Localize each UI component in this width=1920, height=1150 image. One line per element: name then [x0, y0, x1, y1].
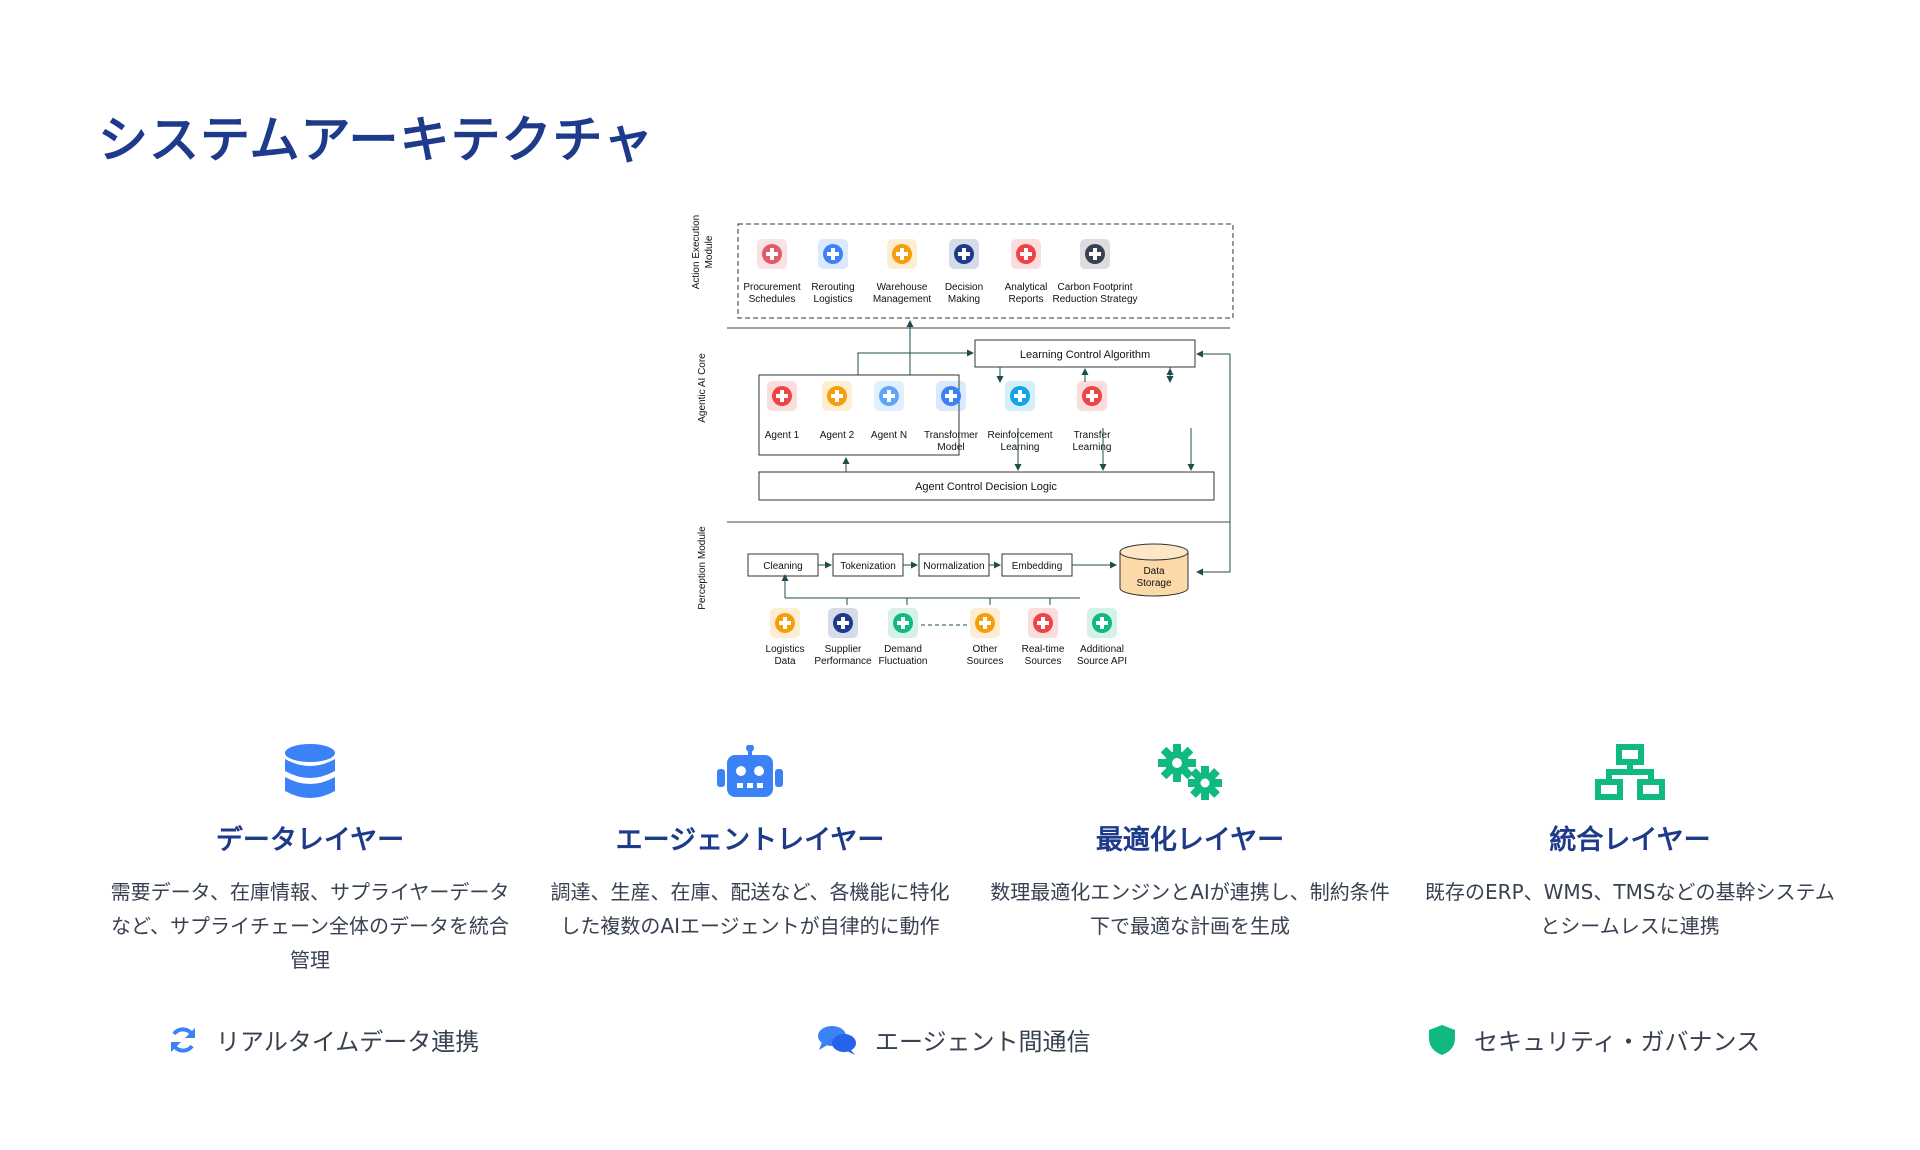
action-label: Reports	[1008, 294, 1043, 305]
transfer-icon	[1077, 381, 1107, 411]
model-label: Model	[937, 442, 964, 453]
action-label: Reduction Strategy	[1052, 294, 1137, 305]
learning-control-label: Learning Control Algorithm	[1020, 349, 1150, 361]
action-label: Analytical	[1005, 282, 1048, 293]
source-label: Other	[972, 644, 998, 655]
sitemap-icon	[1410, 740, 1850, 806]
calendar-icon	[757, 239, 787, 269]
robot-icon	[530, 740, 970, 806]
pipeline-label: Tokenization	[840, 561, 896, 572]
shield-icon	[1428, 1024, 1456, 1056]
source-label: Real-time	[1022, 644, 1065, 655]
brain-gear-icon	[1005, 381, 1035, 411]
data-storage-label: Data	[1143, 566, 1165, 577]
box-icon	[770, 608, 800, 638]
capability-label: セキュリティ・ガバナンス	[1474, 1022, 1760, 1057]
model-label: Reinforcement	[987, 430, 1052, 441]
feature-row: データレイヤー 需要データ、在庫情報、サプライヤーデータなど、サプライチェーン全…	[90, 740, 1850, 977]
section-label-action: Action Execution	[691, 215, 702, 290]
capability-communication: エージェント間通信	[817, 1022, 1091, 1057]
sync-icon	[168, 1025, 198, 1055]
database-icon	[970, 608, 1000, 638]
action-label: Warehouse	[877, 282, 928, 293]
agent-label: Agent N	[871, 430, 907, 441]
feature-card-integration: 統合レイヤー 既存のERP、WMS、TMSなどの基幹システムとシームレスに連携	[1410, 740, 1850, 977]
decision-person-icon	[949, 239, 979, 269]
robot-laptop-icon	[874, 381, 904, 411]
feature-desc: 調達、生産、在庫、配送など、各機能に特化した複数のAIエージェントが自律的に動作	[545, 875, 955, 943]
capability-security: セキュリティ・ガバナンス	[1428, 1022, 1760, 1057]
api-icon	[1087, 608, 1117, 638]
action-label: Logistics	[814, 294, 853, 305]
action-label: Rerouting	[811, 282, 854, 293]
source-label: Demand	[884, 644, 922, 655]
data-storage-label-2: Storage	[1136, 578, 1171, 589]
globe-icon	[888, 608, 918, 638]
agent-control-label: Agent Control Decision Logic	[915, 481, 1057, 493]
head-bulb-icon	[822, 381, 852, 411]
action-label: Schedules	[749, 294, 796, 305]
feature-title: 統合レイヤー	[1410, 818, 1850, 857]
source-label: Logistics	[766, 644, 805, 655]
pipeline-label: Cleaning	[763, 561, 802, 572]
pipeline-label: Embedding	[1012, 561, 1063, 572]
feature-card-agent: エージェントレイヤー 調達、生産、在庫、配送など、各機能に特化した複数のAIエー…	[530, 740, 970, 977]
action-label: Decision	[945, 282, 983, 293]
source-label: Performance	[814, 656, 872, 667]
source-label: Source API	[1077, 656, 1127, 667]
circuit-icon	[818, 239, 848, 269]
feature-title: 最適化レイヤー	[970, 818, 1410, 857]
agent-label: Agent 2	[820, 430, 855, 441]
comments-icon	[817, 1024, 857, 1056]
source-label: Additional	[1080, 644, 1124, 655]
feature-card-data: データレイヤー 需要データ、在庫情報、サプライヤーデータなど、サプライチェーン全…	[90, 740, 530, 977]
action-label: Management	[873, 294, 932, 305]
flowchart-icon	[1080, 239, 1110, 269]
house-clock-icon	[1028, 608, 1058, 638]
feature-title: エージェントレイヤー	[530, 818, 970, 857]
gear-cycle-icon	[887, 239, 917, 269]
action-label: Procurement	[743, 282, 800, 293]
robot-icon	[767, 381, 797, 411]
action-label: Making	[948, 294, 980, 305]
section-label-perception: Perception Module	[697, 526, 708, 610]
feature-desc: 数理最適化エンジンとAIが連携し、制約条件下で最適な計画を生成	[985, 875, 1395, 943]
feature-desc: 既存のERP、WMS、TMSなどの基幹システムとシームレスに連携	[1425, 875, 1835, 943]
pipeline-label: Normalization	[923, 561, 984, 572]
capability-label: エージェント間通信	[875, 1022, 1091, 1057]
model-label: Learning	[1001, 442, 1040, 453]
agent-label: Agent 1	[765, 430, 800, 441]
source-label: Sources	[967, 656, 1004, 667]
chart-report-icon	[1011, 239, 1041, 269]
model-label: Transformer	[924, 430, 979, 441]
source-label: Data	[774, 656, 796, 667]
capability-row: リアルタイムデータ連携 エージェント間通信 セキュリティ・ガバナンス	[0, 1022, 1920, 1072]
action-module-box	[738, 224, 1233, 318]
source-label: Sources	[1025, 656, 1062, 667]
network-icon	[936, 381, 966, 411]
feature-title: データレイヤー	[90, 818, 530, 857]
capability-label: リアルタイムデータ連携	[216, 1022, 479, 1057]
source-label: Supplier	[825, 644, 862, 655]
capability-realtime: リアルタイムデータ連携	[168, 1022, 479, 1057]
gears-icon	[970, 740, 1410, 806]
model-label: Transfer	[1074, 430, 1112, 441]
model-label: Learning	[1073, 442, 1112, 453]
cart-icon	[828, 608, 858, 638]
source-label: Fluctuation	[879, 656, 928, 667]
section-label-action-2: Module	[704, 235, 715, 268]
architecture-diagram: Action Execution Module Agentic AI Core …	[685, 210, 1245, 705]
data-storage: Data Storage	[1120, 544, 1188, 596]
action-label: Carbon Footprint	[1057, 282, 1132, 293]
feature-card-optimization: 最適化レイヤー 数理最適化エンジンとAIが連携し、制約条件下で最適な計画を生成	[970, 740, 1410, 977]
feature-desc: 需要データ、在庫情報、サプライヤーデータなど、サプライチェーン全体のデータを統合…	[105, 875, 515, 977]
section-label-core: Agentic AI Core	[697, 353, 708, 423]
database-icon	[90, 740, 530, 806]
page-title: システムアーキテクチャ	[98, 100, 654, 172]
